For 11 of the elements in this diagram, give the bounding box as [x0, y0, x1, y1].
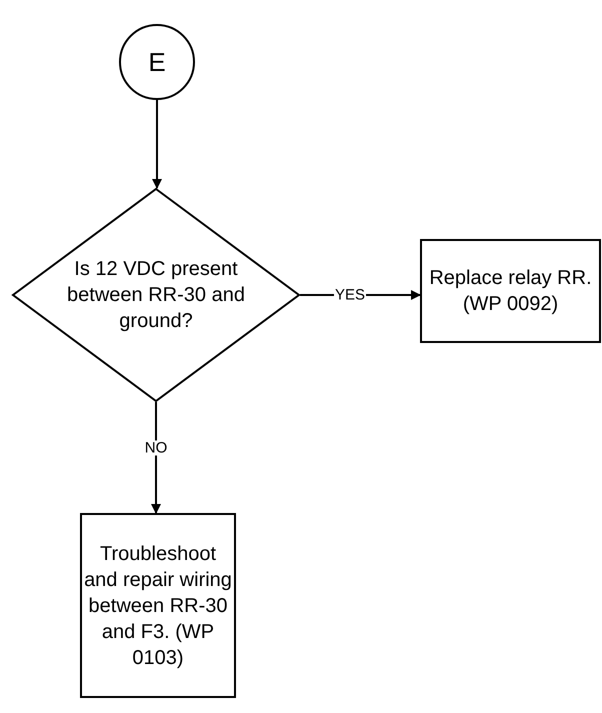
connector-label: E: [148, 46, 166, 78]
process-text: Replace relay RR. (WP 0092): [428, 266, 593, 317]
process-text: Troubleshoot and repair wiring between RR-30 and F3. (WP 0103): [84, 542, 232, 670]
process-box: [80, 513, 236, 698]
edge-label: NO: [144, 440, 168, 455]
edge-label: YES: [334, 288, 366, 302]
process-box: [420, 239, 601, 343]
connector-circle: [119, 24, 195, 100]
decision-diamond: [11, 188, 301, 402]
decision-text: Is 12 VDC present between RR-30 and ground?: [66, 257, 246, 334]
arrow: [152, 100, 162, 189]
